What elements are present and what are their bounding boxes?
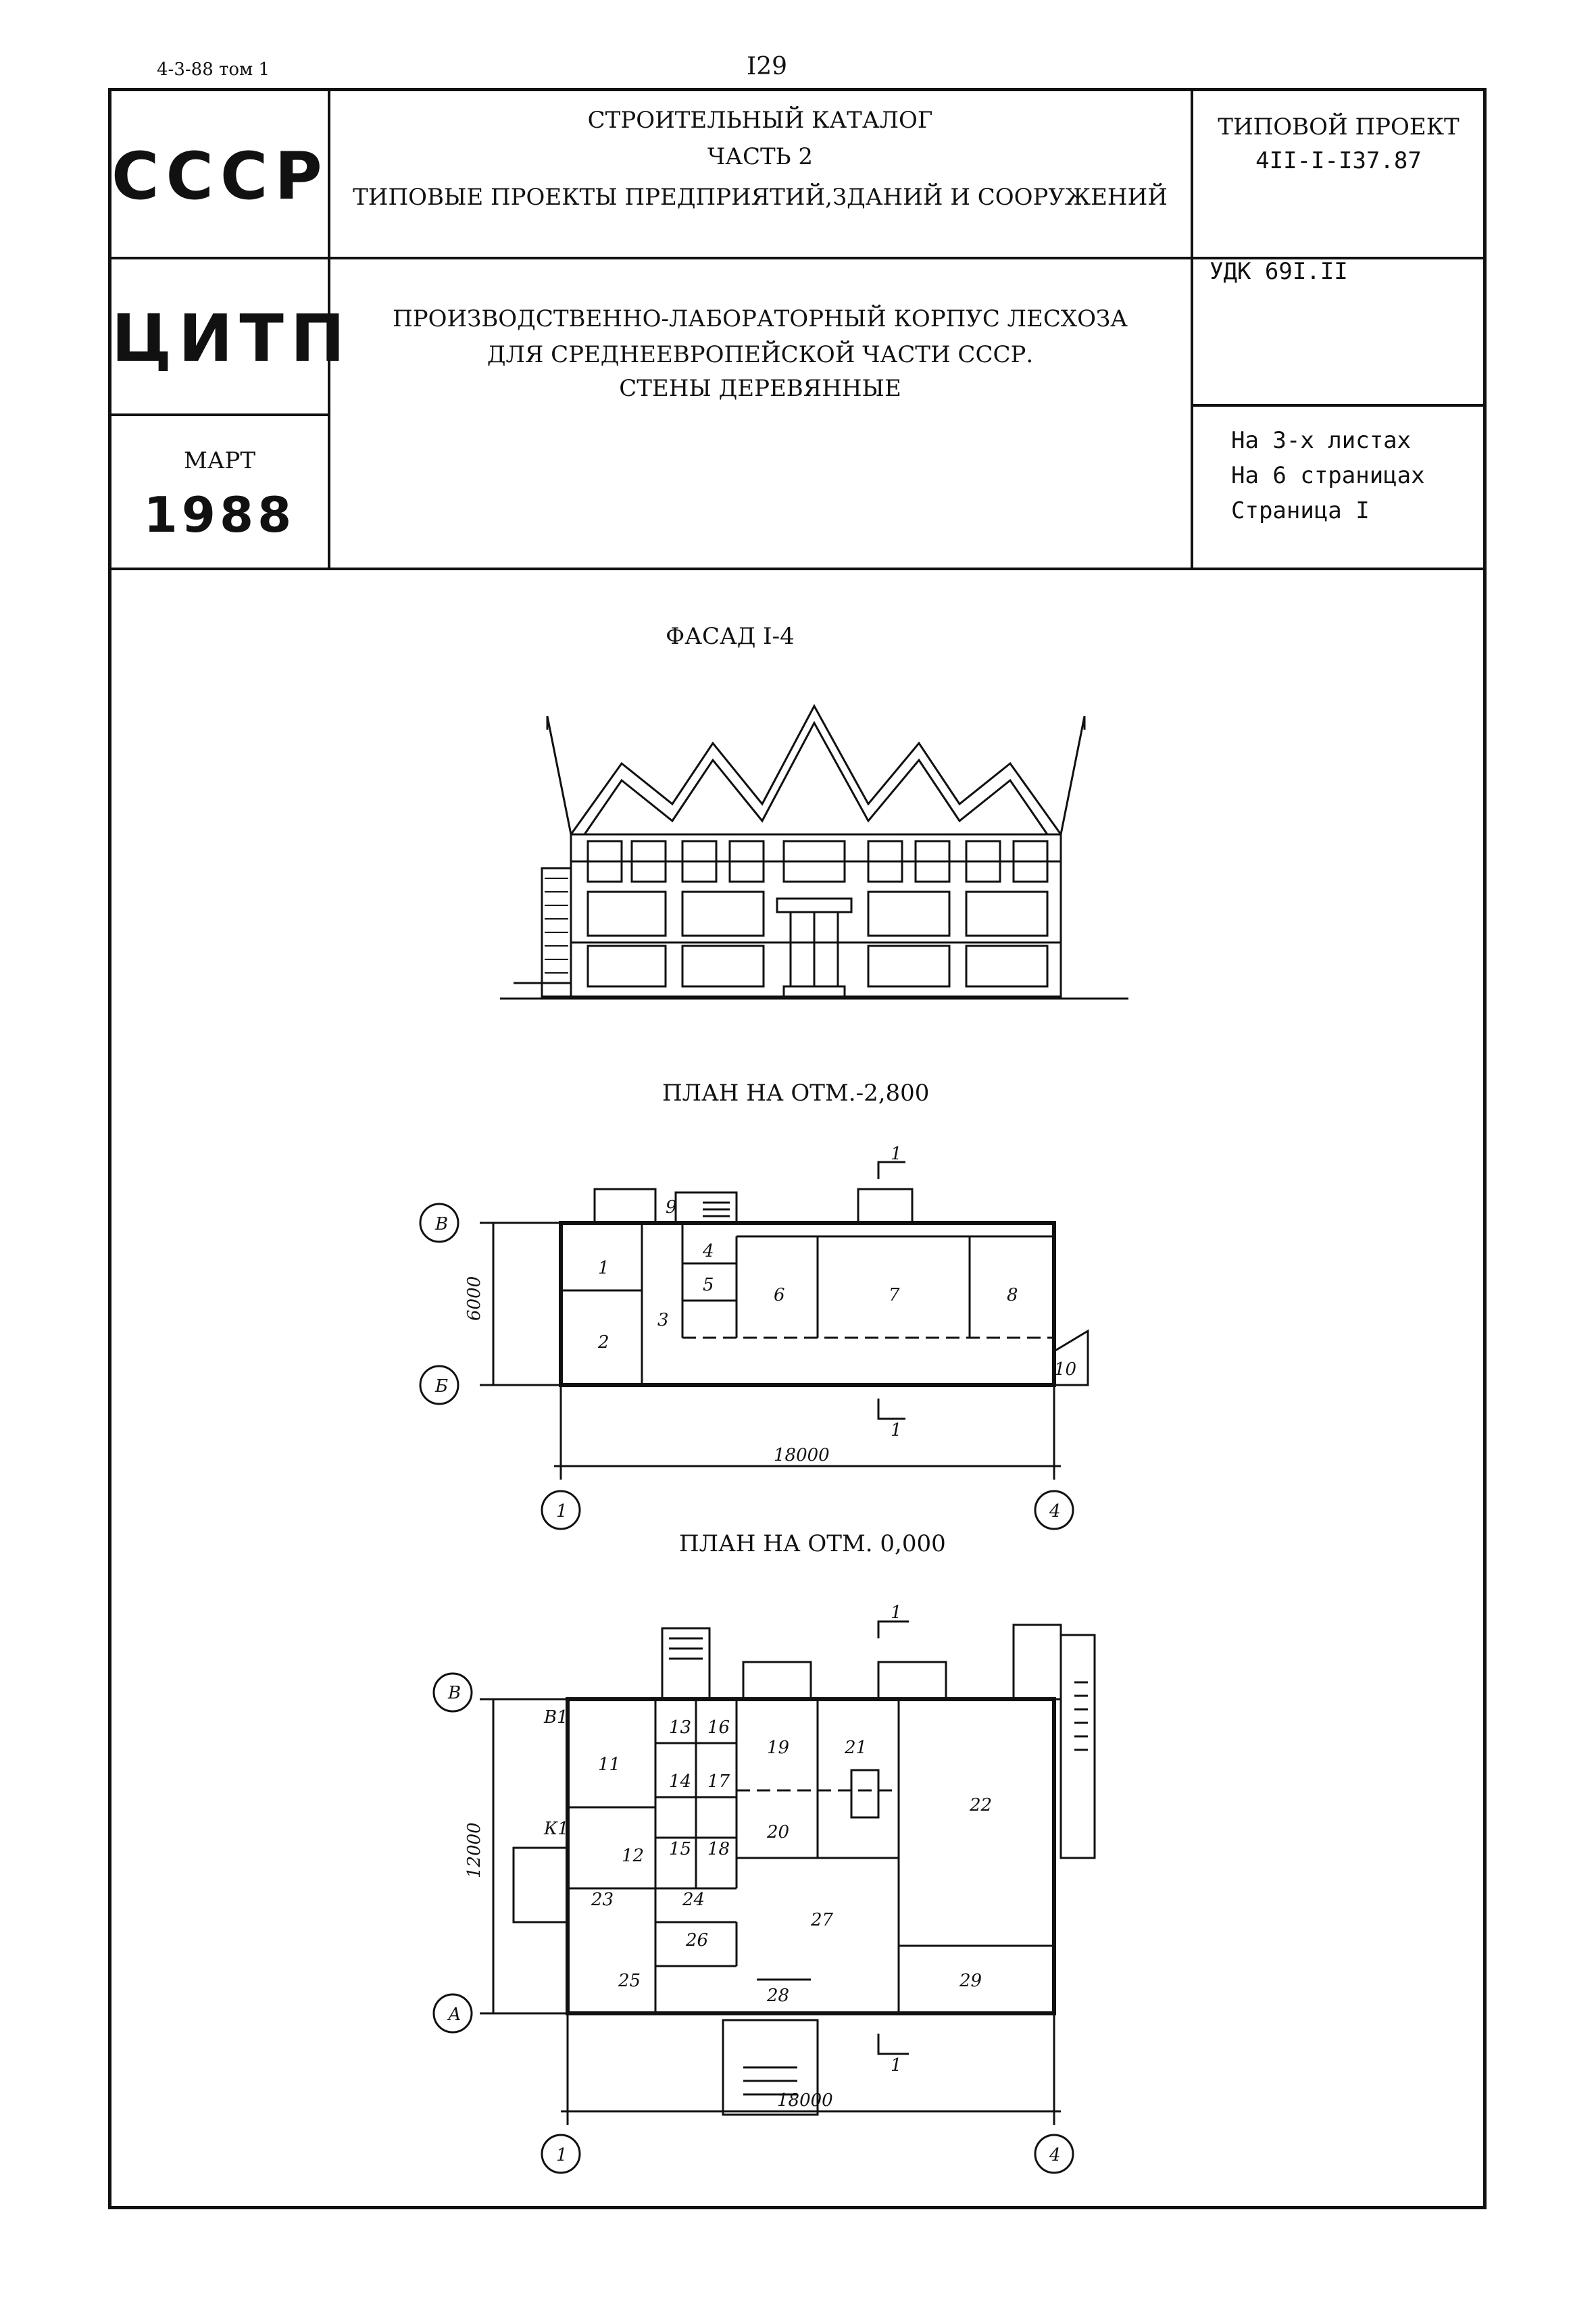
svg-text:19: 19 — [767, 1738, 789, 1758]
series-mark: 4-3-88 том 1 — [157, 59, 270, 80]
svg-text:28: 28 — [766, 1986, 789, 2006]
object-line-1: ПРОИЗВОДСТВЕННО-ЛАБОРАТОРНЫЙ КОРПУС ЛЕСХ… — [393, 305, 1128, 332]
object-line-2: ДЛЯ СРЕДНЕЕВРОПЕЙСКОЙ ЧАСТИ СССР. — [487, 341, 1034, 368]
plan2-entry-k1: К1 — [543, 1819, 569, 1839]
plan2-entry-b1: В1 — [543, 1707, 568, 1728]
udk-code: УДК 69I.II — [1210, 258, 1348, 285]
facade-title: ФАСАД I-4 — [666, 623, 795, 650]
project-label: ТИПОВОЙ ПРОЕКТ — [1218, 114, 1460, 141]
plan1-section-bottom: 1 — [891, 1420, 902, 1440]
plan1-section-top: 1 — [891, 1144, 902, 1164]
svg-text:25: 25 — [618, 1971, 641, 1991]
plan1-axis-1-label: 1 — [556, 1501, 568, 1521]
plan2-title: ПЛАН НА ОТМ. 0,000 — [679, 1530, 946, 1557]
page-index: Страница I — [1231, 497, 1370, 524]
svg-text:11: 11 — [598, 1755, 620, 1775]
title-block-row-line — [108, 257, 1487, 259]
svg-text:24: 24 — [682, 1890, 705, 1910]
svg-text:8: 8 — [1007, 1285, 1018, 1305]
svg-text:20: 20 — [766, 1822, 789, 1842]
svg-text:12: 12 — [622, 1846, 644, 1866]
plan2-axis-1-label: 1 — [556, 2145, 568, 2165]
svg-text:3: 3 — [657, 1310, 669, 1330]
svg-text:5: 5 — [703, 1275, 714, 1295]
svg-text:7: 7 — [889, 1285, 900, 1305]
title-block-divider-left — [328, 88, 330, 569]
plan1-dim-height: 6000 — [464, 1276, 484, 1321]
plan2-axis-b-label: В — [447, 1683, 461, 1703]
facade-drawing — [500, 703, 1128, 1000]
issue-year: 1988 — [143, 486, 296, 543]
plan2-dim-width: 18000 — [777, 2090, 833, 2111]
pages-count: На 6 страницах — [1231, 462, 1425, 489]
svg-text:4: 4 — [702, 1241, 714, 1261]
catalog-line-3: ТИПОВЫЕ ПРОЕКТЫ ПРЕДПРИЯТИЙ,ЗДАНИЙ И СОО… — [353, 184, 1168, 211]
project-code: 4II-I-I37.87 — [1255, 147, 1422, 174]
plan2-dim-height: 12000 — [464, 1822, 484, 1878]
title-block-divider-right — [1191, 88, 1193, 569]
org-citp: ЦИТП — [111, 301, 352, 376]
issue-month: МАРТ — [183, 447, 256, 474]
svg-text:15: 15 — [669, 1839, 691, 1859]
page-number: I29 — [747, 53, 788, 80]
title-block-bottom-line — [108, 568, 1487, 570]
catalog-line-2: ЧАСТЬ 2 — [707, 143, 814, 170]
plan2-section-bottom: 1 — [891, 2055, 902, 2076]
svg-text:17: 17 — [707, 1771, 730, 1792]
drawing-frame — [108, 88, 1487, 2209]
svg-text:23: 23 — [591, 1890, 614, 1910]
plan1-axis-4-label: 4 — [1049, 1501, 1061, 1521]
svg-text:16: 16 — [707, 1717, 730, 1738]
svg-text:2: 2 — [597, 1332, 609, 1353]
plan2-drawing: В А 1 4 18000 12000 1 1 В1 К1 11 12 13 1… — [432, 1603, 1096, 2174]
object-line-3: СТЕНЫ ДЕРЕВЯННЫЕ — [619, 375, 901, 402]
svg-text:26: 26 — [685, 1930, 708, 1951]
plan2-axis-4-label: 4 — [1049, 2145, 1061, 2165]
svg-text:27: 27 — [810, 1910, 834, 1930]
svg-text:10: 10 — [1054, 1359, 1076, 1380]
svg-text:29: 29 — [959, 1971, 982, 1991]
plan2-axis-a-label: А — [447, 2005, 462, 2025]
plan1-drawing: В Б 1 4 18000 6000 1 1 1 2 3 4 5 6 7 8 9… — [419, 1144, 1089, 1530]
svg-text:9: 9 — [666, 1197, 677, 1217]
svg-text:18: 18 — [707, 1839, 730, 1859]
svg-text:13: 13 — [669, 1717, 691, 1738]
org-ussr: СССР — [111, 139, 329, 214]
svg-text:22: 22 — [969, 1795, 992, 1815]
plan2-section-top: 1 — [891, 1603, 902, 1623]
plan1-axis-bb-label: Б — [434, 1376, 448, 1397]
title-block-left-row-line — [108, 413, 329, 416]
catalog-line-1: СТРОИТЕЛЬНЫЙ КАТАЛОГ — [587, 107, 933, 134]
svg-text:6: 6 — [774, 1285, 785, 1305]
svg-text:21: 21 — [844, 1738, 867, 1758]
plan1-dim-width: 18000 — [774, 1445, 830, 1465]
plan1-title: ПЛАН НА ОТМ.-2,800 — [662, 1080, 930, 1107]
title-block-right-row-line — [1191, 404, 1487, 407]
svg-text:14: 14 — [669, 1771, 691, 1792]
sheets-count: На 3-х листах — [1231, 427, 1412, 454]
svg-text:1: 1 — [598, 1258, 609, 1278]
plan1-axis-b-label: В — [434, 1214, 448, 1234]
